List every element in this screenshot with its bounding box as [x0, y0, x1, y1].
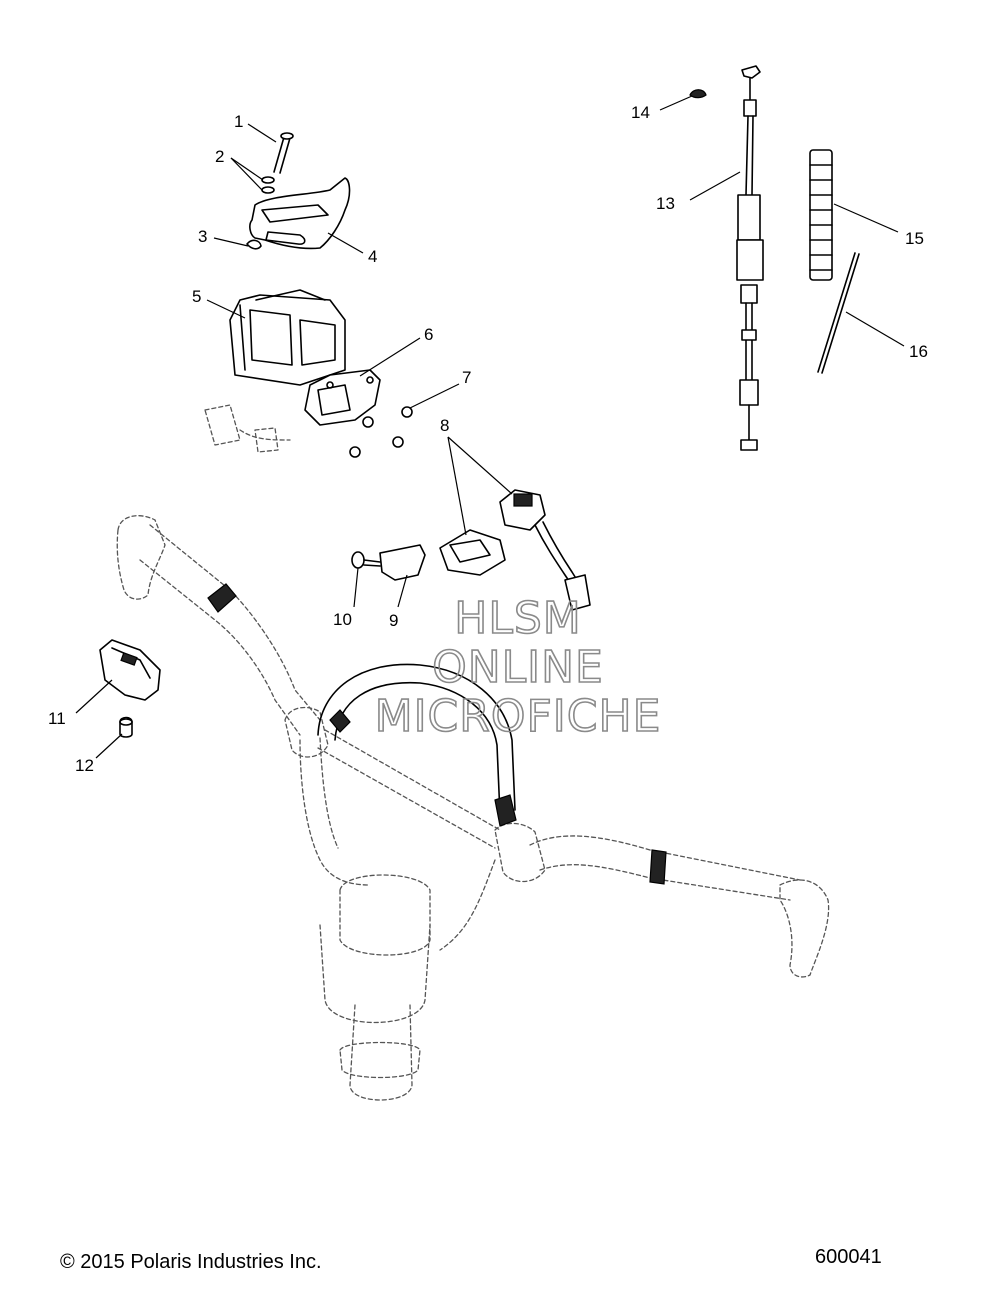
part-1-bolt	[273, 132, 294, 174]
part-8-switch-harness	[439, 489, 591, 611]
part-6-switch-clamp	[304, 369, 381, 426]
part-14-clip	[689, 89, 707, 99]
leader-lines	[75, 95, 905, 759]
copyright-text: © 2015 Polaris Industries Inc.	[60, 1251, 322, 1273]
callout-10: 10	[333, 610, 352, 629]
callout-15: 15	[905, 229, 924, 248]
callout-12: 12	[75, 756, 94, 775]
part-16-cable-tie	[817, 252, 860, 374]
callout-labels: 1 2 3 4 5 6 7 8 9 10 11 12 13 14 15 16	[48, 103, 928, 775]
part-7-screws	[349, 406, 413, 458]
part-13-cable	[736, 65, 764, 451]
callout-11: 11	[48, 709, 66, 728]
watermark-line-2: ONLINE	[432, 642, 604, 693]
callout-3: 3	[198, 227, 207, 246]
figure-number: 600041	[815, 1246, 882, 1268]
callout-8: 8	[440, 416, 449, 435]
handlebar-assembly	[116, 515, 830, 1101]
callout-9: 9	[389, 611, 398, 630]
part-15-sleeve	[809, 149, 833, 281]
watermark-line-3: MICROFICHE	[375, 691, 662, 742]
part-9-plate	[379, 544, 426, 581]
part-12-cap	[119, 716, 133, 738]
part-4-bracket	[249, 177, 351, 250]
callout-5: 5	[192, 287, 201, 306]
watermark-line-1: HLSM	[454, 593, 582, 644]
callout-1: 1	[234, 112, 243, 131]
part-10-screw	[351, 551, 381, 569]
callout-4: 4	[368, 247, 377, 266]
callout-2: 2	[215, 147, 224, 166]
callout-14: 14	[631, 103, 650, 122]
part-11-control-housing	[99, 639, 161, 701]
watermark: HLSM ONLINE MICROFICHE	[374, 592, 662, 743]
part-3-clip	[246, 239, 262, 250]
part-5-connector	[204, 404, 291, 453]
part-5-switch-housing	[229, 289, 346, 386]
callout-6: 6	[424, 325, 433, 344]
callout-7: 7	[462, 368, 471, 387]
callout-13: 13	[656, 194, 675, 213]
callout-16: 16	[909, 342, 928, 361]
part-2-washers	[261, 176, 275, 194]
